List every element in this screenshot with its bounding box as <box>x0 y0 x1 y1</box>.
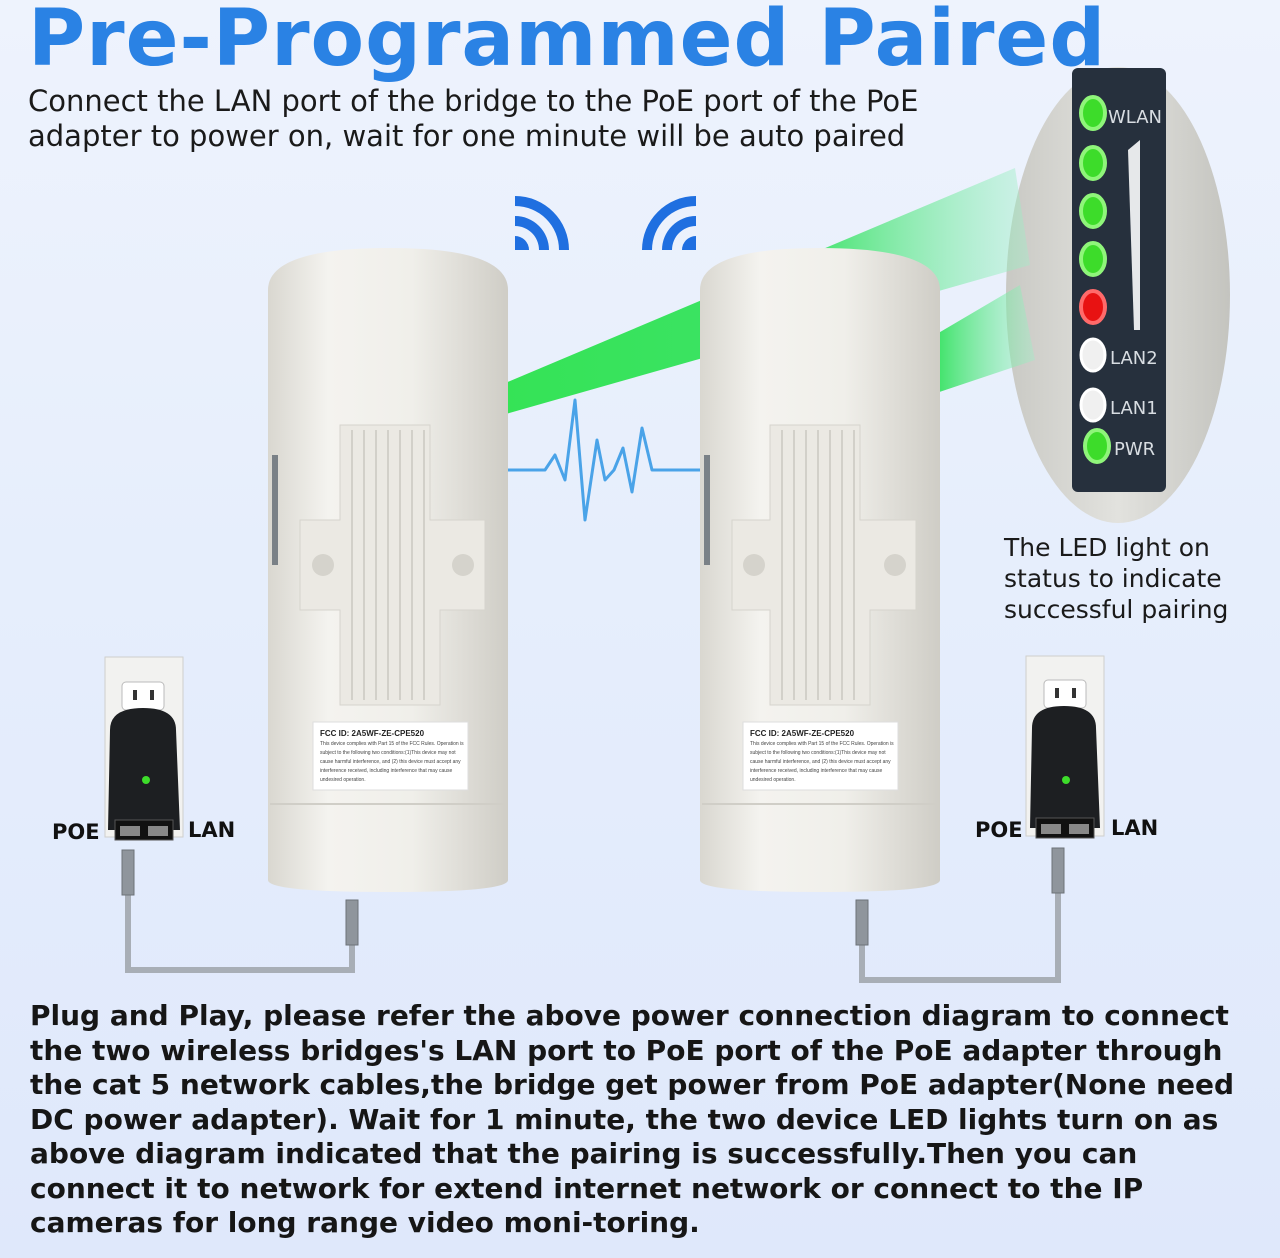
led-panel: WLAN LAN2 LAN1 PWR <box>1072 68 1166 492</box>
led-wlan-5-red <box>1079 289 1107 325</box>
poe-label-right: POE <box>975 818 1023 842</box>
heartbeat-pulse-icon <box>500 398 705 522</box>
svg-text:interference received, includi: interference received, including interfe… <box>320 768 453 774</box>
page-title: Pre-Programmed Paired <box>28 0 1107 84</box>
bridge-device-left: FCC ID: 2A5WF-ZE-CPE520 This device comp… <box>268 248 508 892</box>
led-wlan-4 <box>1079 241 1107 277</box>
led-caption: The LED light on status to indicate succ… <box>1004 533 1229 624</box>
lan-label-right: LAN <box>1111 816 1159 840</box>
lan-label-left: LAN <box>188 818 236 842</box>
poe-adapter-right <box>1025 655 1105 839</box>
svg-text:subject to the following two c: subject to the following two conditions:… <box>320 750 456 756</box>
svg-text:subject to the following two c: subject to the following two conditions:… <box>750 750 886 756</box>
pairing-diagram: WLAN LAN2 LAN1 PWR FCC ID: 2A5WF-ZE-CPE5… <box>104 67 1230 983</box>
svg-text:undesired operation.: undesired operation. <box>320 777 366 783</box>
led-wlan-3 <box>1079 193 1107 229</box>
led-label-pwr: PWR <box>1114 439 1155 460</box>
network-cable-right <box>855 847 1065 983</box>
poe-adapter-left <box>104 656 184 841</box>
led-wlan-1 <box>1079 95 1107 131</box>
svg-text:undesired operation.: undesired operation. <box>750 777 796 783</box>
description-text: Plug and Play, please refer the above po… <box>30 999 1235 1239</box>
wifi-signal-icon <box>515 196 569 250</box>
led-lan1 <box>1079 387 1107 423</box>
svg-text:cause harmful interference, an: cause harmful interference, and (2) this… <box>320 759 461 765</box>
svg-text:interference received, includi: interference received, including interfe… <box>750 768 883 774</box>
svg-text:This device complies with Part: This device complies with Part 15 of the… <box>320 741 464 747</box>
fcc-label-id: FCC ID: 2A5WF-ZE-CPE520 <box>750 729 855 738</box>
poe-label-left: POE <box>52 820 100 844</box>
page-subtitle: Connect the LAN port of the bridge to th… <box>28 84 919 153</box>
led-label-lan2: LAN2 <box>1110 348 1158 369</box>
led-pwr <box>1083 428 1111 464</box>
led-label-lan1: LAN1 <box>1110 398 1158 419</box>
svg-text:cause harmful interference, an: cause harmful interference, and (2) this… <box>750 759 891 765</box>
network-cable-left <box>121 849 359 973</box>
led-wlan-2 <box>1079 145 1107 181</box>
led-lan2 <box>1079 337 1107 373</box>
bridge-device-right: FCC ID: 2A5WF-ZE-CPE520 This device comp… <box>700 248 940 892</box>
led-label-wlan: WLAN <box>1108 107 1162 128</box>
svg-text:This device complies with Part: This device complies with Part 15 of the… <box>750 741 894 747</box>
wifi-signal-icon-mirrored <box>642 196 696 250</box>
fcc-label-id: FCC ID: 2A5WF-ZE-CPE520 <box>320 729 425 738</box>
